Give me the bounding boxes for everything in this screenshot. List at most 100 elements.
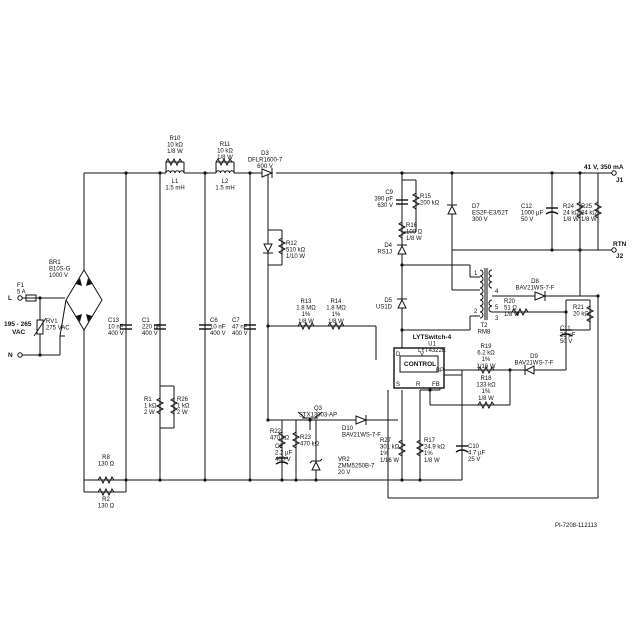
label-c10-line-0: C10 [468, 444, 480, 450]
label-l1: L11.5 mH [165, 179, 184, 192]
resistor-r12 [277, 237, 287, 255]
label-d9-line-1: BAV21WS-7-F [515, 361, 554, 367]
label-d8-line-1: BAV21WS-7-F [516, 286, 555, 292]
label-c9-line-1: 390 pF [374, 197, 393, 203]
label-d7-line-2: 300 V [472, 217, 488, 223]
resistor-r13 [297, 321, 315, 331]
label-r25-line-0: R25 [581, 204, 593, 210]
label-r17-line-3: 1/8 W [424, 458, 440, 464]
inductor-l2 [215, 170, 235, 174]
ic-u1: CONTROL D V BP S R FB [393, 347, 445, 389]
label-q3-line-0: Q3 [314, 406, 323, 412]
capacitor-c7 [244, 324, 256, 330]
label-c9-line-2: 630 V [377, 203, 393, 209]
label-r16-line-0: R16 [406, 223, 418, 229]
label-vr2-line-1: ZMM5250B-7 [338, 464, 375, 470]
label-r17-line-2: 1% [424, 451, 433, 457]
label-r1-line-0: R1 [144, 397, 152, 403]
label-vr2-line-2: 20 V [338, 470, 350, 476]
diode-d8 [534, 291, 547, 301]
label-c6-line-1: 10 nF [210, 325, 226, 331]
label-r13-line-3: 1/8 W [298, 319, 314, 325]
label-r2-line-0: R2 [102, 497, 110, 503]
resistor-r20 [511, 307, 529, 317]
label-r14-line-1: 1.8 MΩ [326, 306, 346, 312]
label-r26-line-1: 1 kΩ [177, 404, 190, 410]
label-r12-line-1: 510 kΩ [286, 248, 306, 254]
capacitor-c13 [120, 324, 132, 330]
zener-vr2 [309, 458, 323, 471]
diode-d3 [261, 168, 274, 178]
label-c1-line-2: 400 V [142, 331, 158, 337]
resistor-r2 [97, 487, 115, 497]
transformer-pin-numbers: 1 2 4 5 3 [474, 271, 499, 322]
label-r19-line-1: 6.2 kΩ [477, 351, 495, 357]
diode-d7 [447, 204, 457, 215]
label-r19-line-3: 1/16 W [476, 364, 495, 370]
label-c10-line-2: 25 V [468, 457, 480, 463]
label-c12-line-2: 50 V [521, 217, 533, 223]
terminal-l-label: L [8, 295, 12, 302]
label-c7-line-1: 47 nF [232, 325, 248, 331]
label-r8-line-0: R8 [102, 455, 110, 461]
terminal-j2-label: J2 [616, 253, 624, 260]
label-r26-line-0: R26 [177, 397, 189, 403]
label-d5-line-0: D5 [384, 298, 392, 304]
resistor-r19 [477, 365, 495, 375]
label-r18-line-2: 1% [482, 389, 491, 395]
label-br1-line-1: B10S-G [49, 267, 71, 273]
resistor-r10 [165, 157, 184, 167]
capacitor-c10 [455, 445, 469, 453]
label-c11-line-2: 50 V [560, 339, 572, 345]
bridge-rectifier-br1 [59, 269, 103, 356]
label-u1-line-1: U1 [428, 342, 436, 348]
drawing-number: PI-7208-112113 [555, 523, 598, 529]
label-r14-line-3: 1/8 W [328, 319, 344, 325]
diode-r12-branch [263, 243, 273, 254]
resistor-r15 [411, 192, 421, 210]
label-r14-line-0: R14 [330, 299, 342, 305]
output-terminals: 41 V, 350 mA J1 RTN J2 [584, 164, 627, 260]
label-r24-line-1: 24 kΩ [563, 211, 579, 217]
resistor-r24 [575, 201, 585, 219]
inductor-l1 [165, 170, 185, 174]
fuse-f1 [25, 294, 37, 302]
label-t2-line-1: RM8 [478, 330, 491, 336]
label-d4-line-0: D4 [384, 243, 392, 249]
label-r11-line-0: R11 [220, 142, 231, 148]
label-l2-line-0: L2 [222, 179, 229, 185]
label-c9-line-0: C9 [385, 190, 393, 196]
resistor-r27 [397, 439, 407, 457]
t2-pin-1: 1 [474, 271, 478, 277]
label-r25-line-1: 24 kΩ [581, 211, 597, 217]
resistor-r22 [277, 431, 287, 449]
label-r24-line-2: 1/8 W [563, 217, 579, 223]
label-l2-line-1: 1.5 mH [215, 186, 234, 192]
label-r10-line-2: 1/8 W [167, 149, 183, 155]
diode-d9 [524, 365, 535, 375]
resistor-r21 [585, 305, 595, 323]
label-r18-line-3: 1/8 W [478, 396, 494, 402]
label-f1-line-0: F1 [17, 283, 25, 289]
label-r19-line-2: 1% [482, 357, 491, 363]
ic-pin-s: S [396, 382, 400, 388]
label-c8-line-2: 400 V [275, 457, 291, 463]
ic-pin-v: V [420, 352, 424, 358]
label-br1-line-0: BR1 [49, 260, 61, 266]
label-d5-line-1: US1D [376, 305, 393, 311]
label-d9-line-0: D9 [530, 354, 538, 360]
